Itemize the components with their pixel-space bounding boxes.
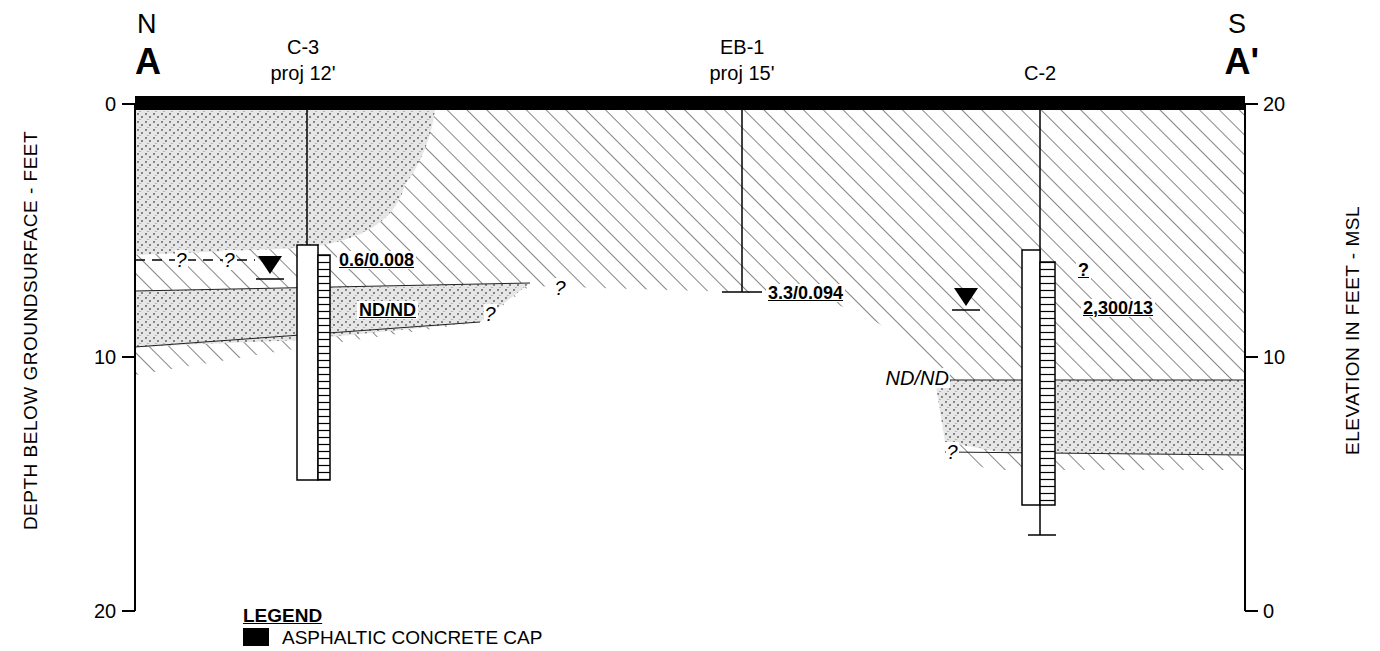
axis-tick: 20 xyxy=(1263,94,1285,114)
axis-tick: 0 xyxy=(105,94,116,114)
analytical-result: 2,300/13 xyxy=(1081,299,1155,317)
axis-tick: 20 xyxy=(94,601,116,621)
legend-text: ASPHALTIC CONCRETE CAP xyxy=(282,628,542,647)
uncertain-mark: ? xyxy=(175,250,188,270)
uncertain-mark: ? xyxy=(484,304,497,324)
projection-note: proj 12' xyxy=(271,63,336,83)
well-c3 xyxy=(297,110,330,480)
analytical-result: ? xyxy=(1076,261,1091,279)
uncertain-mark: ? xyxy=(554,278,567,298)
analytical-result: ND/ND xyxy=(357,301,418,319)
section-end: A' xyxy=(1225,44,1260,80)
boring-name: EB-1 xyxy=(720,37,764,57)
compass-letter: S xyxy=(1228,11,1246,38)
projection-note: proj 15' xyxy=(710,63,775,83)
well-name: C-2 xyxy=(1024,63,1056,83)
well-name: C-3 xyxy=(287,37,319,57)
analytical-result: 0.6/0.008 xyxy=(337,251,416,269)
axis-tick: 10 xyxy=(94,347,116,367)
uncertain-mark: ? xyxy=(946,442,959,462)
axis-tick: 0 xyxy=(1263,601,1274,621)
axis-title: ELEVATION IN FEET - MSL xyxy=(1343,205,1362,454)
analytical-result: 3.3/0.094 xyxy=(766,284,845,302)
compass-letter: N xyxy=(137,11,157,38)
asphalt-cap xyxy=(135,96,1245,110)
axis-tick: 10 xyxy=(1263,347,1285,367)
axis-title: DEPTH BELOW GROUNDSURFACE - FEET xyxy=(21,130,40,529)
legend-swatch xyxy=(243,628,269,646)
axes xyxy=(122,104,1258,611)
boring-eb1 xyxy=(722,110,762,292)
uncertain-mark: ? xyxy=(223,250,236,270)
uncertain-mark: ND/ND xyxy=(885,368,950,388)
legend-title: LEGEND xyxy=(243,606,322,625)
well-c2 xyxy=(1022,110,1056,535)
section-end: A xyxy=(135,44,161,80)
